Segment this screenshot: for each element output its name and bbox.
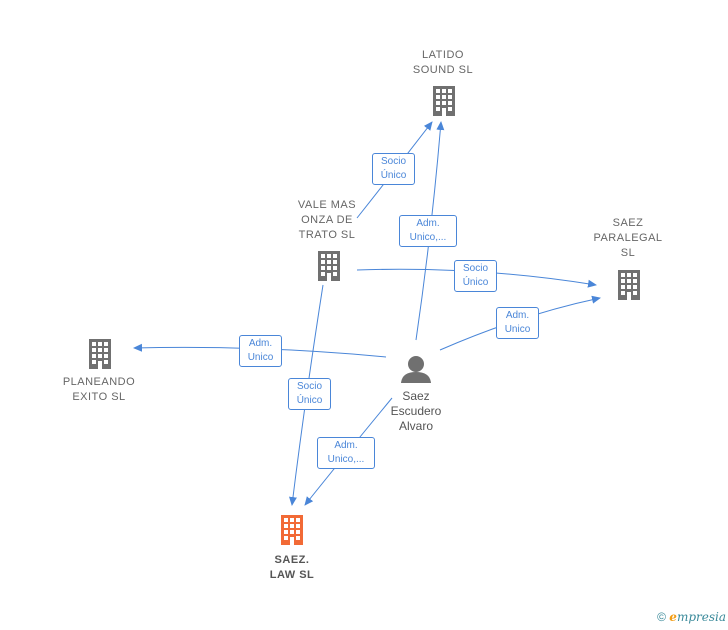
- edge-label-person-paralegal: Adm. Unico: [496, 307, 539, 339]
- saezlaw-label[interactable]: SAEZ. LAW SL: [269, 554, 315, 581]
- person-label[interactable]: Saez Escudero Alvaro: [390, 389, 442, 433]
- paralegal-label[interactable]: SAEZ PARALEGAL SL: [593, 217, 663, 259]
- brand-e: e: [669, 610, 677, 624]
- planeando-label[interactable]: PLANEANDO EXITO SL: [62, 376, 136, 403]
- empresia-watermark: © empresia: [657, 610, 726, 624]
- copyright-symbol: ©: [657, 610, 666, 624]
- edge-label-vale-paralegal: Socio Único: [454, 260, 497, 292]
- edge-label-vale-latido: Socio Único: [372, 153, 415, 185]
- vale-building-icon[interactable]: [318, 251, 340, 281]
- planeando-building-icon[interactable]: [89, 339, 111, 369]
- edge-label-person-saezlaw: Adm. Unico,...: [317, 437, 375, 469]
- latido-label[interactable]: LATIDO SOUND SL: [412, 49, 474, 76]
- saezlaw-building-icon[interactable]: [281, 515, 303, 545]
- edge-label-person-planeando: Adm. Unico: [239, 335, 282, 367]
- latido-building-icon[interactable]: [433, 86, 455, 116]
- edge-label-vale-saezlaw: Socio Único: [288, 378, 331, 410]
- edge-label-person-latido: Adm. Unico,...: [399, 215, 457, 247]
- vale-label[interactable]: VALE MAS ONZA DE TRATO SL: [297, 199, 357, 241]
- brand-name: mpresia: [676, 610, 726, 624]
- paralegal-building-icon[interactable]: [618, 270, 640, 300]
- person-icon[interactable]: [401, 356, 431, 383]
